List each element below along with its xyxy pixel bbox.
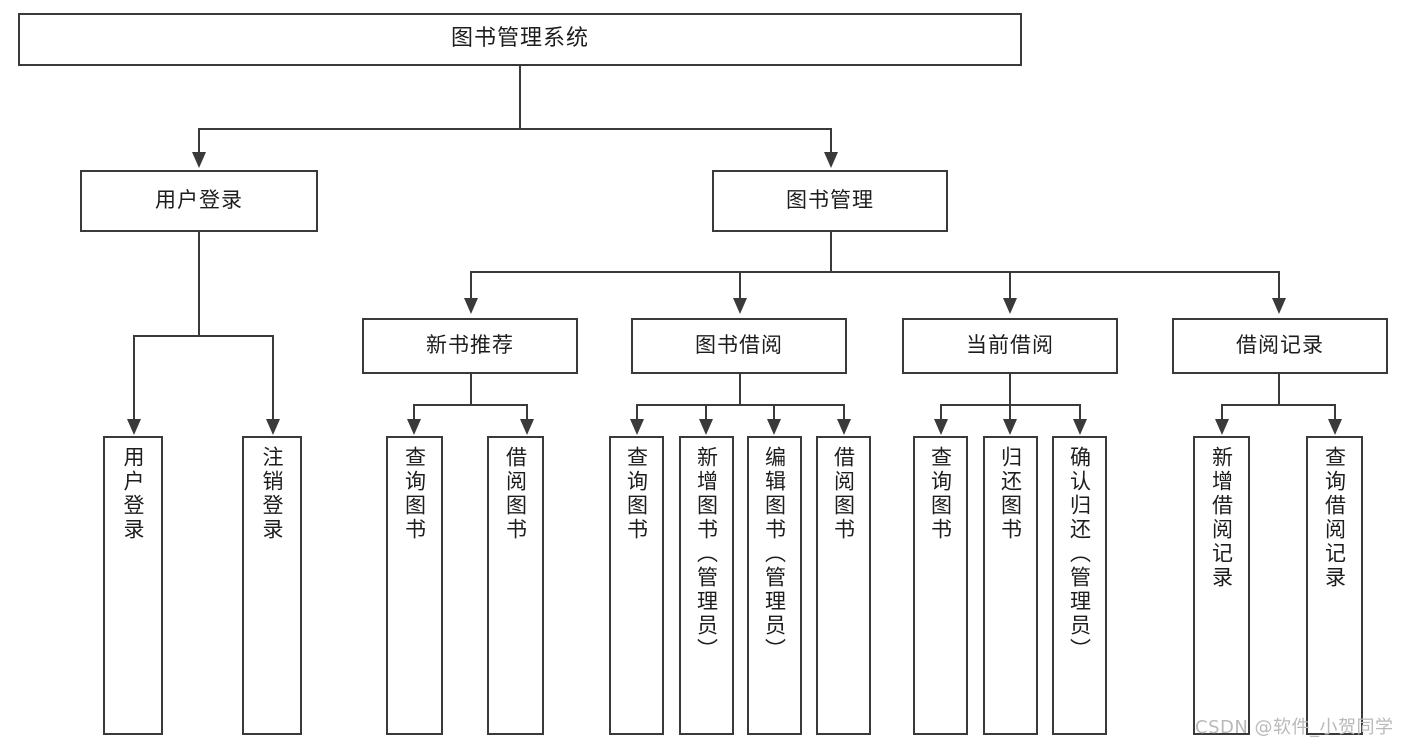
connector-borrow-record-to-leaf-1	[1221, 404, 1223, 420]
connector-root-to-user-login	[198, 128, 200, 153]
arrow-book-manage-to-new-book	[464, 298, 478, 314]
node-label: 借阅记录	[1236, 333, 1324, 358]
leaf-logout-login[interactable]: 注销登录	[242, 436, 302, 735]
connector-root-bus	[198, 128, 832, 130]
node-book-manage[interactable]: 图书管理	[712, 170, 948, 232]
connector-current-borrow-to-leaf-3	[1079, 404, 1081, 420]
connector-user-login-to-leaf-1	[133, 335, 135, 420]
leaf-confirm-return[interactable]: 确认归还（管理员）	[1052, 436, 1107, 735]
node-label: 用户登录	[121, 446, 146, 542]
connector-book-borrow-bus	[636, 404, 844, 406]
arrow-new-book-to-leaf-1	[407, 419, 421, 435]
connector-root-to-book-manage	[830, 128, 832, 153]
node-label: 确认归还（管理员）	[1067, 446, 1092, 662]
node-label: 新增图书（管理员）	[694, 446, 719, 662]
connector-new-book-to-leaf-2	[526, 404, 528, 420]
node-label: 查询图书	[928, 446, 953, 542]
node-new-book-recommend[interactable]: 新书推荐	[362, 318, 578, 374]
connector-book-borrow-to-leaf-3	[773, 404, 775, 420]
arrow-borrow-record-to-leaf-1	[1215, 419, 1229, 435]
connector-user-login-stem	[198, 232, 200, 336]
connector-user-login-bus	[133, 335, 273, 337]
node-label: 新增借阅记录	[1209, 446, 1234, 590]
leaf-edit-book[interactable]: 编辑图书（管理员）	[747, 436, 802, 735]
arrow-user-login-to-leaf-1	[127, 419, 141, 435]
connector-new-book-to-leaf-1	[413, 404, 415, 420]
arrow-user-login-to-leaf-2	[266, 419, 280, 435]
node-label: 编辑图书（管理员）	[762, 446, 787, 662]
node-label: 当前借阅	[966, 333, 1054, 358]
leaf-borrow-book-2[interactable]: 借阅图书	[816, 436, 871, 735]
connector-book-borrow-stem	[739, 374, 741, 405]
connector-book-manage-to-current-borrow	[1009, 271, 1011, 299]
node-user-login[interactable]: 用户登录	[80, 170, 318, 232]
node-borrow-record[interactable]: 借阅记录	[1172, 318, 1388, 374]
arrow-book-borrow-to-leaf-1	[630, 419, 644, 435]
node-label: 查询图书	[402, 446, 427, 542]
connector-current-borrow-to-leaf-1	[940, 404, 942, 420]
leaf-query-record[interactable]: 查询借阅记录	[1306, 436, 1363, 735]
leaf-user-login[interactable]: 用户登录	[103, 436, 163, 735]
leaf-query-book-3[interactable]: 查询图书	[913, 436, 968, 735]
leaf-return-book[interactable]: 归还图书	[983, 436, 1038, 735]
node-label: 用户登录	[155, 188, 243, 213]
connector-borrow-record-bus	[1221, 404, 1335, 406]
connector-book-manage-bus	[470, 271, 1279, 273]
node-label: 新书推荐	[426, 333, 514, 358]
node-label: 借阅图书	[831, 446, 856, 542]
arrow-book-borrow-to-leaf-2	[699, 419, 713, 435]
arrow-book-borrow-to-leaf-4	[837, 419, 851, 435]
connector-root-stem	[519, 66, 521, 129]
leaf-add-record[interactable]: 新增借阅记录	[1193, 436, 1250, 735]
connector-book-borrow-to-leaf-1	[636, 404, 638, 420]
connector-book-borrow-to-leaf-4	[843, 404, 845, 420]
connector-user-login-to-leaf-2	[272, 335, 274, 420]
arrow-new-book-to-leaf-2	[520, 419, 534, 435]
node-label: 图书借阅	[695, 333, 783, 358]
connector-book-manage-to-new-book	[470, 271, 472, 299]
node-label: 图书管理	[786, 188, 874, 213]
arrow-current-borrow-to-leaf-1	[934, 419, 948, 435]
connector-borrow-record-stem	[1278, 374, 1280, 405]
arrow-book-manage-to-book-borrow	[733, 298, 747, 314]
arrow-book-manage-to-borrow-record	[1272, 298, 1286, 314]
node-label: 借阅图书	[503, 446, 528, 542]
leaf-query-book-1[interactable]: 查询图书	[386, 436, 443, 735]
leaf-query-book-2[interactable]: 查询图书	[609, 436, 664, 735]
arrow-root-to-book-manage	[824, 152, 838, 168]
arrow-book-manage-to-current-borrow	[1003, 298, 1017, 314]
node-label: 归还图书	[998, 446, 1023, 542]
node-root-system[interactable]: 图书管理系统	[18, 13, 1022, 66]
arrow-borrow-record-to-leaf-2	[1328, 419, 1342, 435]
node-label: 查询图书	[624, 446, 649, 542]
connector-book-manage-to-book-borrow	[739, 271, 741, 299]
arrow-current-borrow-to-leaf-2	[1003, 419, 1017, 435]
arrow-book-borrow-to-leaf-3	[767, 419, 781, 435]
connector-book-manage-to-borrow-record	[1278, 271, 1280, 299]
node-label: 图书管理系统	[450, 26, 589, 52]
connector-new-book-bus	[413, 404, 527, 406]
node-book-borrow[interactable]: 图书借阅	[631, 318, 847, 374]
leaf-add-book[interactable]: 新增图书（管理员）	[679, 436, 734, 735]
connector-borrow-record-to-leaf-2	[1334, 404, 1336, 420]
connector-book-manage-stem	[830, 232, 832, 272]
node-label: 注销登录	[260, 446, 285, 542]
leaf-borrow-book-1[interactable]: 借阅图书	[487, 436, 544, 735]
connector-book-borrow-to-leaf-2	[705, 404, 707, 420]
node-label: 查询借阅记录	[1322, 446, 1347, 590]
node-current-borrow[interactable]: 当前借阅	[902, 318, 1118, 374]
connector-current-borrow-to-leaf-2	[1009, 404, 1011, 420]
arrow-root-to-user-login	[192, 152, 206, 168]
arrow-current-borrow-to-leaf-3	[1073, 419, 1087, 435]
connector-current-borrow-stem	[1009, 374, 1011, 405]
connector-new-book-stem	[470, 374, 472, 405]
